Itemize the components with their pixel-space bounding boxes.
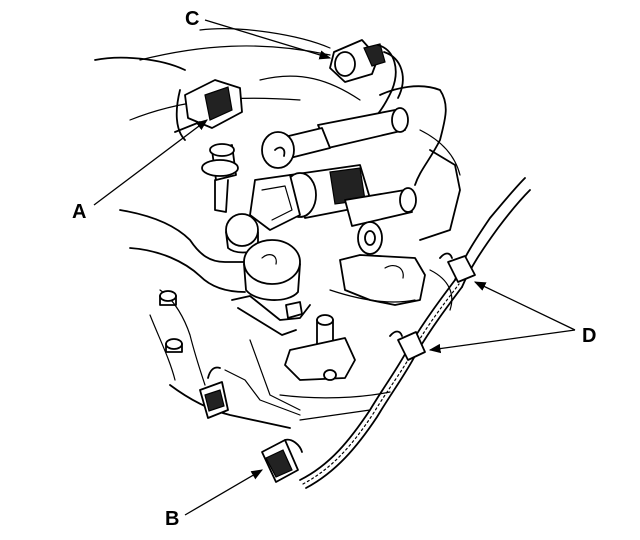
callout-a-arrow <box>93 119 208 206</box>
left-bolts <box>159 290 183 353</box>
label-a: A <box>72 201 86 223</box>
callout-d-arrow-1 <box>473 281 576 331</box>
housing-outline <box>94 28 461 429</box>
sensor-stalk <box>201 143 239 213</box>
label-d: D <box>582 325 596 347</box>
bracket-plate <box>231 295 311 336</box>
wire-harness <box>299 177 531 489</box>
label-b: B <box>165 508 179 530</box>
middle-solenoid <box>249 164 417 231</box>
connector-a <box>174 79 243 141</box>
connector-b <box>261 438 303 483</box>
callout-lines <box>93 19 576 516</box>
label-c: C <box>185 8 199 30</box>
callout-b-arrow <box>184 469 264 516</box>
callout-d-arrow-2 <box>428 329 576 354</box>
upper-solenoid <box>261 107 409 169</box>
callout-c-arrow <box>204 19 332 60</box>
cap-main <box>243 239 301 301</box>
mounting-washer <box>357 221 383 255</box>
connector-c <box>329 39 404 121</box>
left-connector <box>199 366 229 419</box>
lower-stud <box>284 314 356 381</box>
